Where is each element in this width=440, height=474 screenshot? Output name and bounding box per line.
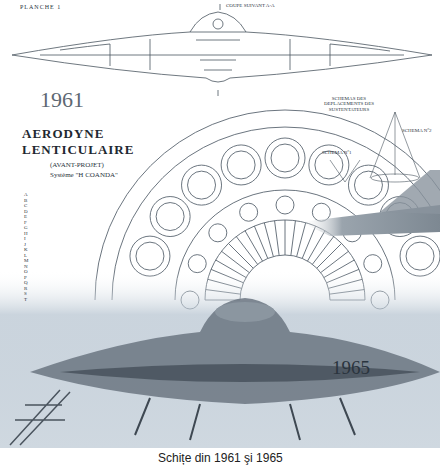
legend-letter: Q [24, 280, 28, 285]
label: SCHEMA Nº2 [402, 128, 431, 133]
legend-letter: I [24, 236, 26, 241]
legend-letter: D [24, 209, 28, 214]
label: COUPE SUIVANT A-A [226, 3, 275, 8]
legend-letter: G [24, 225, 28, 230]
legend-letter: C [24, 203, 27, 208]
legend-letter: L [24, 253, 27, 258]
legend-letter: N [24, 264, 28, 269]
legend-letter: H [24, 231, 28, 236]
label: SCHEMAS DES DEPLACEMENTS DES SUSTENTATEU… [318, 96, 380, 112]
legend-letter: E [24, 214, 27, 219]
label: (AVANT-PROJET) [50, 162, 104, 169]
caption-ground [0, 448, 440, 474]
legend-letter: K [24, 247, 28, 252]
legend-letter: A [24, 192, 28, 197]
jet-fin [380, 170, 440, 214]
legend-letter: J [24, 242, 26, 247]
legend-letter: S [24, 291, 27, 296]
photo-ground [0, 270, 440, 448]
year-label: 1961 [40, 88, 84, 111]
cross-section [12, 4, 432, 96]
label: Système "H COANDA" [50, 172, 118, 179]
legend-letter: R [24, 286, 27, 291]
label: SCHEMA Nº1 [322, 150, 351, 155]
legend-letter: B [24, 198, 27, 203]
legend-letter: P [24, 275, 27, 280]
caption: Schițe din 1961 şi 1965 [158, 452, 283, 465]
legend-letter: O [24, 269, 28, 274]
saucer-photo [10, 298, 440, 445]
legend-letter: M [24, 258, 28, 263]
year-label: 1965 [332, 358, 370, 378]
title: AERODYNE LENTICULAIRE [22, 126, 132, 159]
legend-letter: T [24, 297, 27, 302]
legend-letter: F [24, 220, 27, 225]
schema-sketch [330, 112, 420, 182]
label: PLANCHE 1 [20, 4, 61, 10]
